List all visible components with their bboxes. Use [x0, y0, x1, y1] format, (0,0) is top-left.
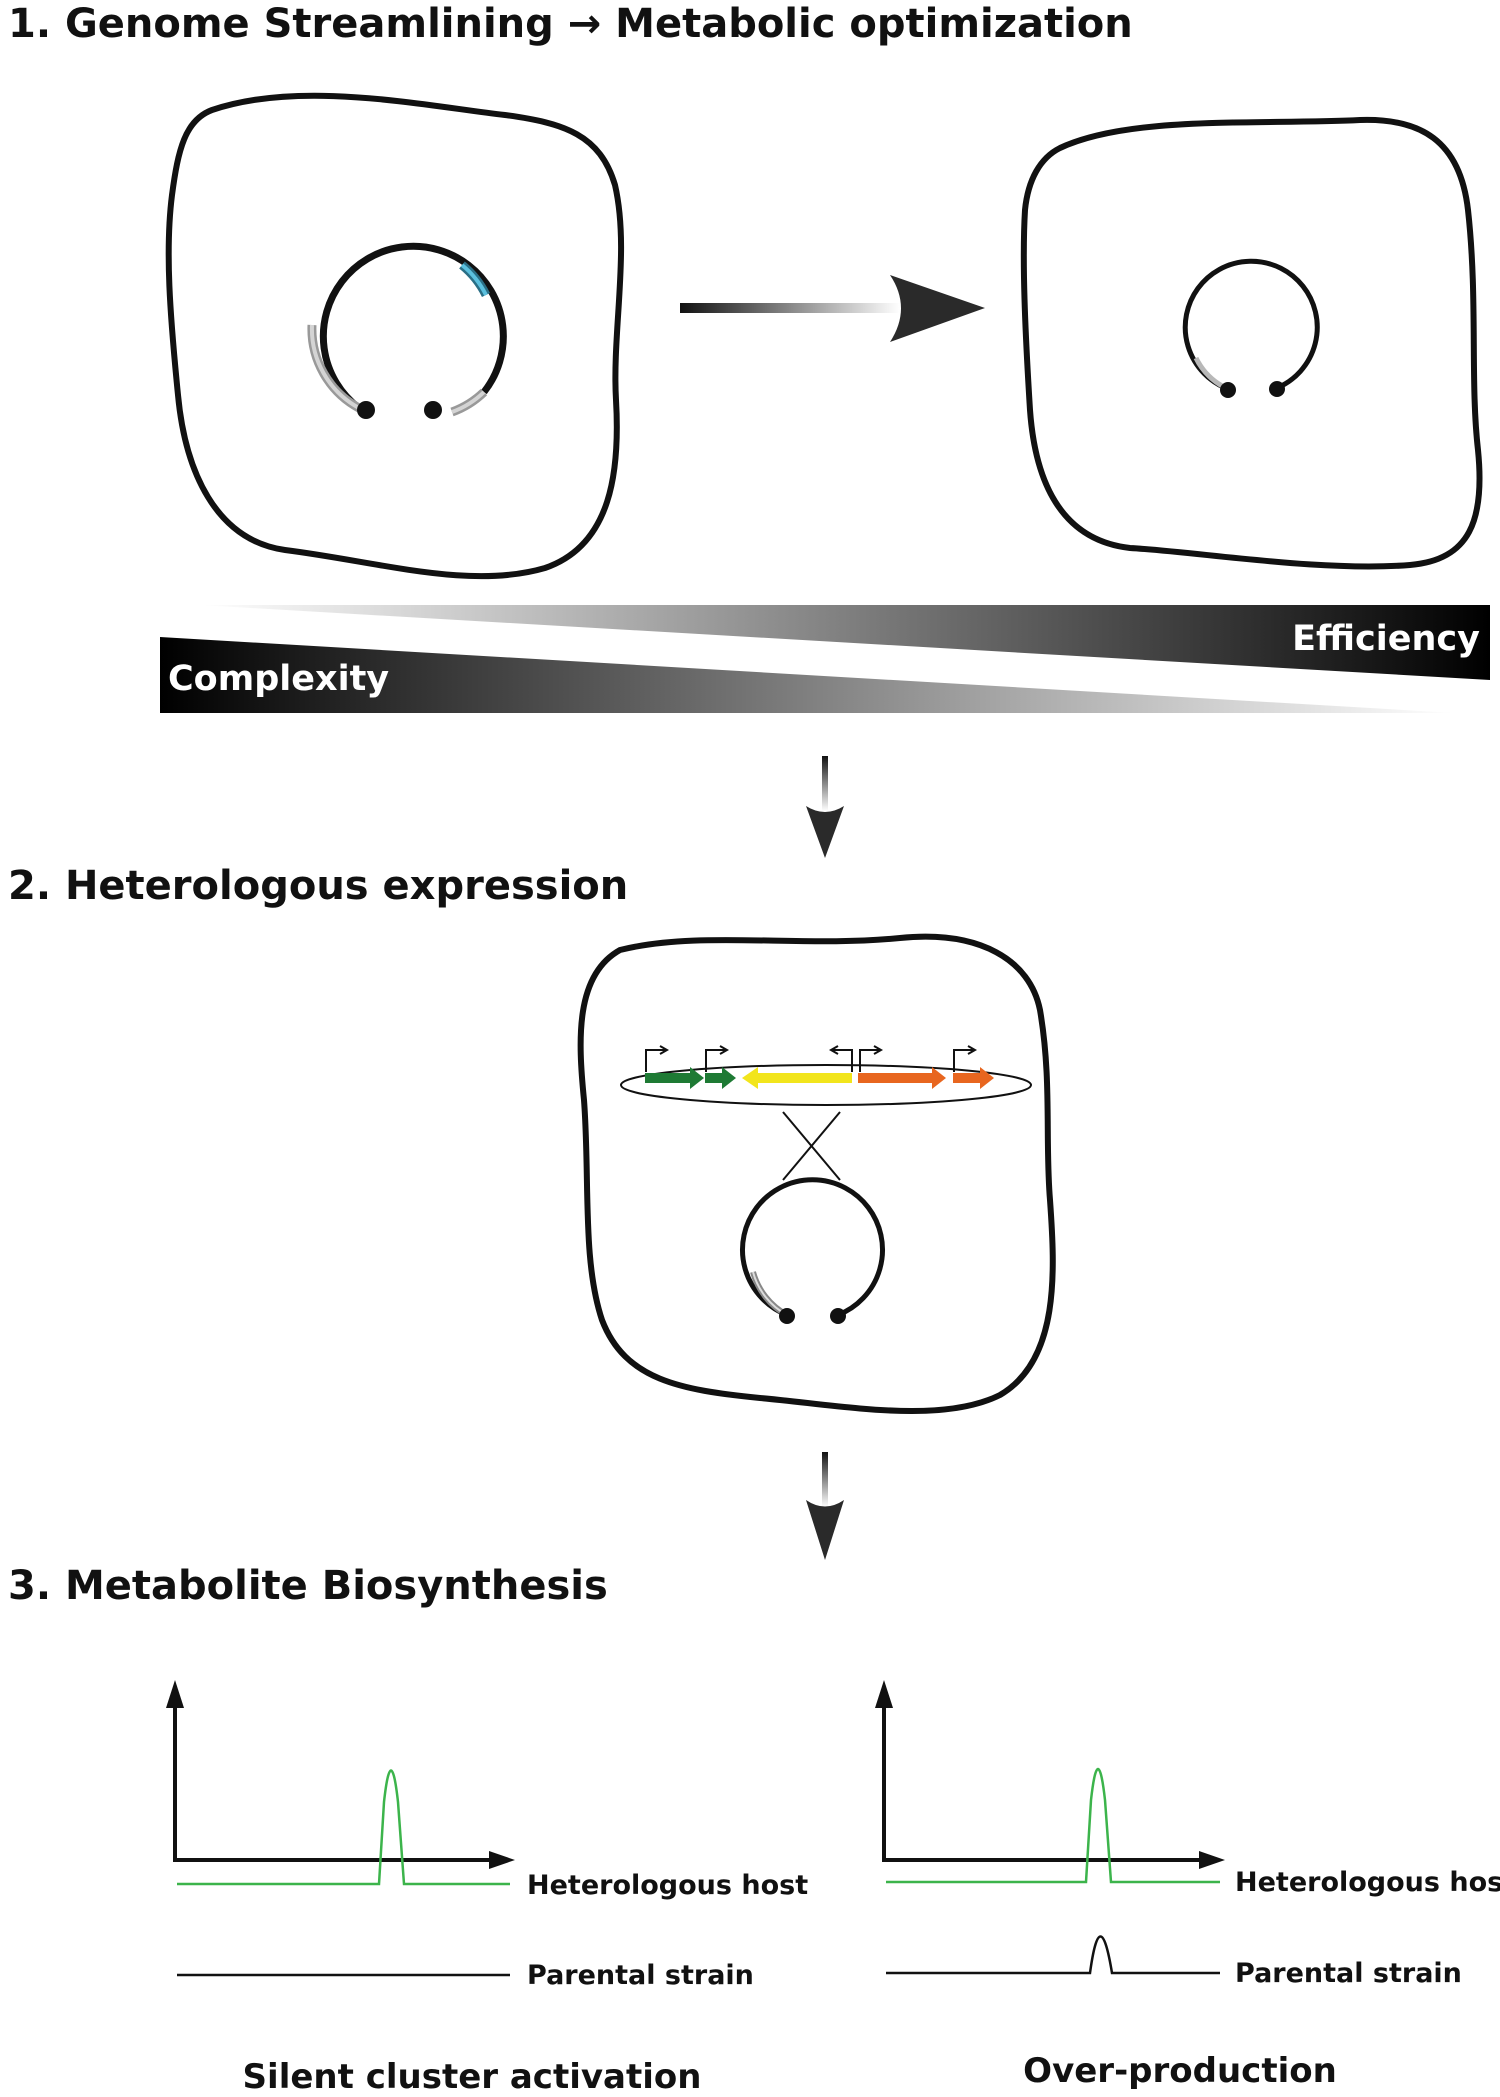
host-cell-outline — [577, 933, 1056, 1414]
host-chromosome — [740, 1177, 885, 1318]
chromosome-end-dot — [1220, 382, 1236, 398]
trace-label-parental-strain: Parental strain — [1235, 1958, 1462, 1989]
section-1-title: 1. Genome Streamlining → Metabolic optim… — [8, 1, 1133, 47]
efficiency-label: Efficiency — [1292, 619, 1480, 659]
down-arrow-head — [806, 806, 844, 858]
chromosome-end-dot — [357, 401, 375, 419]
promoter-icon — [953, 1049, 973, 1072]
down-arrow-shaft — [822, 1452, 828, 1507]
promoter-icon — [833, 1049, 853, 1072]
chromosome-end-dot — [1269, 381, 1285, 397]
complexity-label: Complexity — [168, 659, 389, 699]
section-2-title: 2. Heterologous expression — [8, 863, 628, 909]
chromosome-full — [319, 242, 507, 411]
recombination-cross — [782, 1111, 841, 1181]
streamlining-arrow-shaft — [680, 303, 900, 313]
trace-label-parental-strain: Parental strain — [527, 1960, 754, 1991]
highlighted-gene-region-inner — [460, 263, 488, 296]
gene-arrow-orange-2 — [953, 1067, 994, 1089]
gene-arrow-orange-1 — [858, 1067, 946, 1089]
promoter-icon — [967, 1045, 978, 1055]
trace-label-heterologous-host: Heterologous host — [1235, 1867, 1500, 1898]
complexity-wedge — [160, 637, 1455, 713]
down-arrow-head — [806, 1500, 844, 1560]
plasmid-ellipse — [620, 1064, 1032, 1106]
y-axis-arrowhead — [166, 1680, 184, 1708]
plot-silent-cluster: Heterologous host Parental strain Silent… — [166, 1680, 808, 2097]
trace-heterologous-host — [177, 1769, 510, 1886]
parental-cell-outline — [165, 92, 625, 580]
trace-parental-strain — [886, 1935, 1220, 1975]
gene-arrow-green-1 — [645, 1067, 704, 1089]
plot-over-production: Heterologous host Parental strain Over-p… — [875, 1680, 1500, 2091]
chromosome-end-dot — [779, 1308, 795, 1324]
gene-arrow-green-2 — [705, 1067, 736, 1089]
chromosome-reduced — [1182, 258, 1320, 392]
trace-heterologous-host — [886, 1767, 1220, 1884]
streamlined-cell-outline — [1020, 116, 1483, 570]
chromosome-end-dot — [424, 401, 442, 419]
section-3-title: 3. Metabolite Biosynthesis — [8, 1563, 608, 1609]
down-arrow-shaft — [822, 756, 828, 811]
promoter-icon — [828, 1045, 839, 1055]
plot-caption: Silent cluster activation — [243, 2057, 702, 2097]
streamlining-arrowhead — [890, 275, 985, 342]
promoter-icon — [645, 1049, 665, 1072]
promoter-icon — [659, 1045, 670, 1055]
deletion-region-2-inner — [451, 390, 486, 414]
y-axis-arrowhead — [875, 1680, 893, 1708]
deletion-region-inner — [309, 324, 360, 410]
promoter-icon — [719, 1045, 730, 1055]
x-axis-arrowhead — [489, 1851, 515, 1869]
chromosome-end-dot — [830, 1308, 846, 1324]
efficiency-wedge — [200, 605, 1490, 680]
promoter-icon — [705, 1049, 725, 1072]
gene-arrow-yellow — [742, 1067, 852, 1089]
plot-caption: Over-production — [1023, 2051, 1337, 2091]
promoter-icon — [859, 1049, 879, 1072]
x-axis-arrowhead — [1199, 1851, 1225, 1869]
trace-label-heterologous-host: Heterologous host — [527, 1870, 808, 1901]
promoter-icon — [873, 1045, 884, 1055]
